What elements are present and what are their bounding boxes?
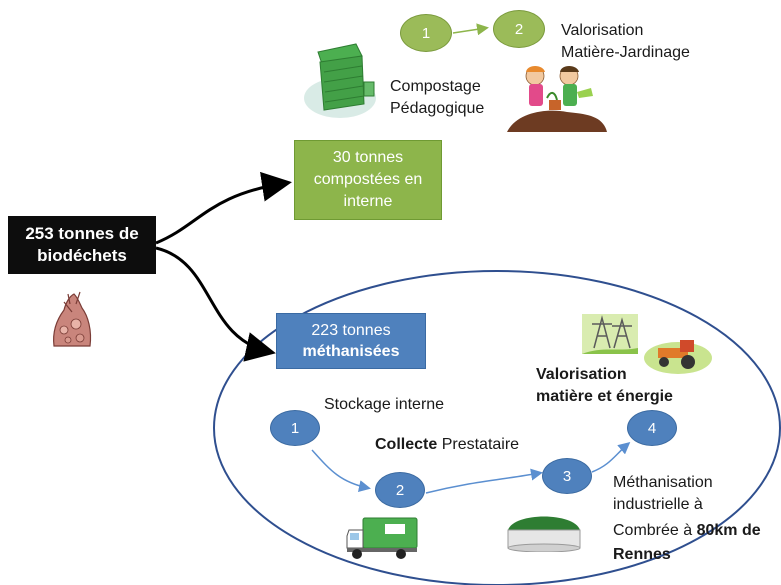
metha-step-2-label: Collecte Prestataire: [375, 434, 519, 455]
metha-step-1-label: Stockage interne: [324, 396, 445, 413]
metha-step-4-circle: 4: [627, 410, 677, 446]
metha-step-3-line4: Rennes: [613, 546, 671, 563]
energy-and-tractor-icon: [582, 314, 712, 374]
metha-step-3-line3-normal: Combrée à: [613, 522, 697, 539]
children-gardening-icon: [507, 66, 607, 132]
source-line2: biodéchets: [37, 246, 127, 265]
compost-step-2-line2: Matière-Jardinage: [561, 44, 690, 61]
metha-step-2-label-rest: Prestataire: [437, 436, 520, 453]
collection-truck-icon: [346, 517, 418, 559]
source-box: 253 tonnes de biodéchets: [8, 216, 156, 274]
metha-step-1-circle: 1: [270, 410, 320, 446]
source-line1: 253 tonnes de: [25, 224, 139, 243]
metha-step-3-line3: Combrée à 80km de: [613, 520, 761, 541]
compost-step-1-line2: Pédagogique: [390, 100, 485, 117]
methanisation-ellipse: [213, 270, 781, 585]
compost-bin-icon: [304, 43, 376, 118]
compost-step-2-line1: Valorisation: [561, 22, 644, 39]
compost-box-line3: interne: [343, 193, 393, 210]
compost-step-2-circle: 2: [493, 10, 545, 48]
food-waste-icon: [53, 291, 92, 347]
metha-box-line1: 223 tonnes: [311, 322, 391, 339]
methanisation-box: 223 tonnes méthanisées: [276, 313, 426, 369]
metha-step-2-circle: 2: [375, 472, 425, 508]
metha-step-3-line3-bold: 80km de: [696, 522, 761, 539]
compost-step-1-line1: Compostage: [390, 78, 481, 95]
metha-step-4-line2: matière et énergie: [536, 388, 673, 405]
compost-box-line2: compostées en: [313, 171, 423, 188]
metha-step-3-line2: industrielle à: [613, 496, 703, 513]
metha-step-3-circle: 3: [542, 458, 592, 494]
compost-box: 30 tonnes compostées en interne: [294, 140, 442, 220]
metha-step-2-label-bold: Collecte: [375, 436, 438, 453]
metha-step-4-line1: Valorisation: [536, 366, 627, 383]
arrow-to-metha: [155, 246, 276, 362]
compost-step-1-circle: 1: [400, 14, 452, 52]
metha-step-3-line1: Méthanisation: [613, 474, 713, 491]
arrow-blue-3-4: [591, 442, 631, 473]
compost-box-line1: 30 tonnes: [332, 149, 404, 166]
metha-box-line2: méthanisées: [302, 343, 400, 360]
arrow-blue-2-3: [425, 468, 543, 494]
arrow-to-compost: [155, 171, 292, 245]
digester-tank-icon: [507, 516, 581, 552]
arrow-green-1-2: [452, 23, 489, 36]
arrow-blue-1-2: [311, 449, 371, 492]
